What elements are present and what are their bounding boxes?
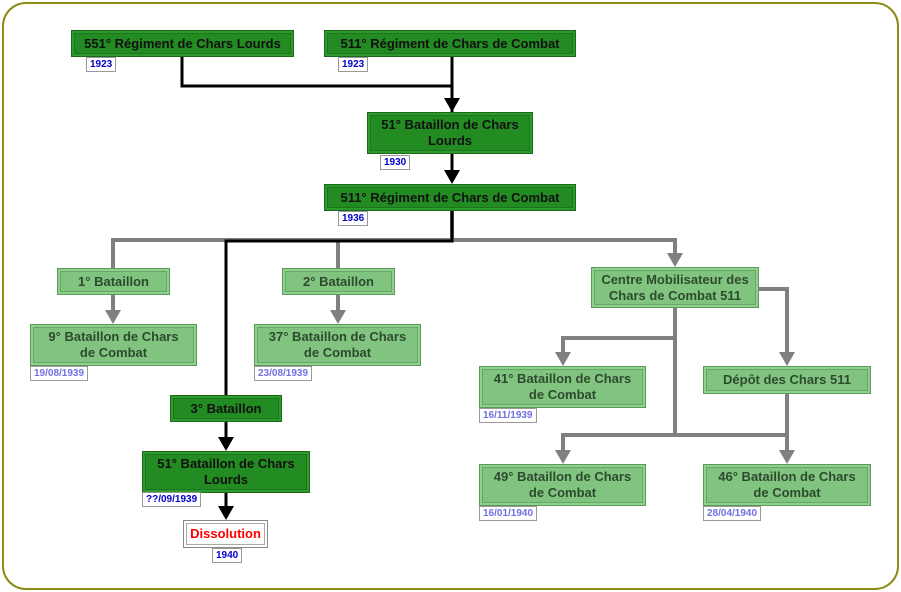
arrowhead-icon <box>779 352 795 366</box>
node-label: 41° Bataillon de Chars de Combat <box>493 371 632 402</box>
arrowhead-icon <box>444 170 460 184</box>
node-date: 19/08/1939 <box>30 366 89 381</box>
arrowhead-icon <box>444 98 460 112</box>
node-date: 28/04/1940 <box>703 506 762 521</box>
node-label: Dépôt des Chars 511 <box>723 372 851 387</box>
node-49-bataillon-chars-combat[interactable]: 49° Bataillon de Chars de Combat <box>479 464 646 506</box>
node-label: Centre Mobilisateur des Chars de Combat … <box>601 271 749 303</box>
node-label: 51° Bataillon de Chars Lourds <box>381 117 519 148</box>
edge-n511rcc_b-to-n3bat <box>224 211 454 395</box>
node-46-bataillon-chars-combat[interactable]: 46° Bataillon de Chars de Combat <box>703 464 871 506</box>
arrowhead-icon <box>667 253 683 267</box>
node-label: 37° Bataillon de Chars de Combat <box>268 329 407 360</box>
edge-n511rcc_b-to-ncm <box>452 238 677 255</box>
node-label: 1° Bataillon <box>78 273 149 289</box>
node-date: 23/08/1939 <box>254 366 313 381</box>
node-date: 1930 <box>380 155 411 170</box>
edge-ncm-to-n41bcc <box>561 308 677 354</box>
node-label: 9° Bataillon de Chars de Combat <box>48 329 179 360</box>
node-date: 16/11/1939 <box>479 408 537 423</box>
node-date: 1923 <box>86 57 117 72</box>
arrowhead-icon <box>218 437 234 451</box>
node-label: 46° Bataillon de Chars de Combat <box>718 469 856 500</box>
node-551-regiment-chars-lourds[interactable]: 551° Régiment de Chars Lourds <box>71 30 294 57</box>
node-depot-chars-511[interactable]: Dépôt des Chars 511 <box>703 366 871 394</box>
node-511-regiment-chars-combat-1936[interactable]: 511° Régiment de Chars de Combat <box>324 184 576 211</box>
node-label: 551° Régiment de Chars Lourds <box>84 35 281 51</box>
node-label: 2° Bataillon <box>303 273 374 289</box>
node-label: 511° Régiment de Chars de Combat <box>340 35 560 51</box>
node-label: 3° Bataillon <box>190 400 262 416</box>
node-date: 1923 <box>338 57 369 72</box>
node-1-bataillon[interactable]: 1° Bataillon <box>57 268 170 295</box>
arrowhead-icon <box>218 506 234 520</box>
node-centre-mobilisateur[interactable]: Centre Mobilisateur des Chars de Combat … <box>591 267 759 308</box>
edge-ncm-to-ndepot <box>759 287 789 354</box>
node-date: 1940 <box>212 548 243 563</box>
arrowhead-icon <box>330 310 346 324</box>
node-511-regiment-chars-combat-1923[interactable]: 511° Régiment de Chars de Combat <box>324 30 576 57</box>
edge-n551rcl-to-n51bcl_a <box>180 57 454 112</box>
arrowhead-icon <box>779 450 795 464</box>
arrowhead-icon <box>105 310 121 324</box>
node-41-bataillon-chars-combat[interactable]: 41° Bataillon de Chars de Combat <box>479 366 646 408</box>
node-9-bataillon-chars-combat[interactable]: 9° Bataillon de Chars de Combat <box>30 324 197 366</box>
node-51-bataillon-chars-lourds-1930[interactable]: 51° Bataillon de Chars Lourds <box>367 112 533 154</box>
node-label: 49° Bataillon de Chars de Combat <box>493 469 632 500</box>
node-37-bataillon-chars-combat[interactable]: 37° Bataillon de Chars de Combat <box>254 324 421 366</box>
node-date: ??/09/1939 <box>142 492 202 507</box>
arrowhead-icon <box>555 450 571 464</box>
arrowhead-icon <box>555 352 571 366</box>
node-label: Dissolution <box>190 526 261 541</box>
node-3-bataillon[interactable]: 3° Bataillon <box>170 395 282 422</box>
node-label: 51° Bataillon de Chars Lourds <box>157 456 295 487</box>
node-label: 511° Régiment de Chars de Combat <box>340 189 560 205</box>
node-51-bataillon-chars-lourds-1939[interactable]: 51° Bataillon de Chars Lourds <box>142 451 310 493</box>
node-2-bataillon[interactable]: 2° Bataillon <box>282 268 395 295</box>
edge-ncm-to-n49bcc <box>561 308 677 452</box>
node-date: 16/01/1940 <box>479 506 538 521</box>
node-date: 1936 <box>338 211 369 226</box>
node-dissolution[interactable]: Dissolution <box>183 520 268 548</box>
